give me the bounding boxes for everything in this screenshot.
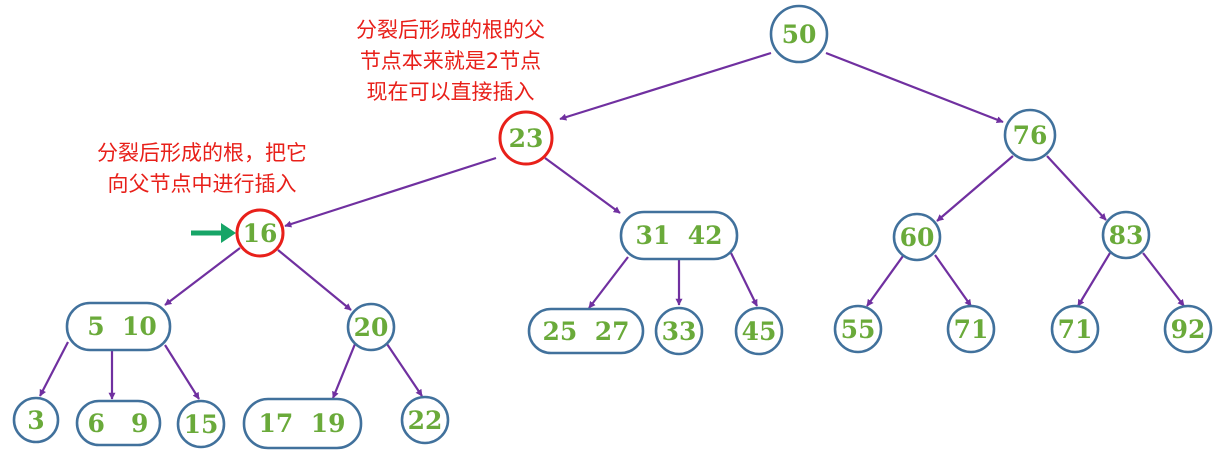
node-92: 92: [1163, 304, 1213, 354]
node-16-label: 16: [243, 219, 278, 248]
node-3-label: 3: [27, 406, 44, 435]
node-31-42: 31 42: [619, 210, 739, 261]
node-50-label: 50: [782, 20, 817, 49]
node-3: 3: [12, 396, 60, 444]
node-60: 60: [892, 212, 942, 262]
edge-n50-n76: [825, 51, 1004, 124]
node-71-right: 71: [1050, 304, 1100, 354]
node-23-label: 23: [509, 124, 544, 153]
node-76: 76: [1003, 108, 1057, 162]
node-71-right-label: 71: [1058, 315, 1093, 344]
node-22: 22: [400, 395, 450, 445]
node-55-label: 55: [841, 315, 876, 344]
edge-n510-n15: [164, 344, 200, 400]
node-55: 55: [833, 304, 883, 354]
node-25-27: 25 27: [527, 307, 645, 355]
node-16: 16: [235, 208, 285, 258]
annotation-left-line-1: 分裂后形成的根，把它: [97, 141, 307, 165]
node-33: 33: [654, 306, 704, 356]
annotation-top: 分裂后形成的根的父 节点本来就是2节点 现在可以直接插入: [318, 15, 583, 108]
node-15-label: 15: [184, 410, 219, 439]
node-60-label: 60: [900, 223, 935, 252]
edge-n20-n22: [386, 343, 423, 397]
annotation-top-line-1: 分裂后形成的根的父: [356, 18, 545, 42]
node-23: 23: [498, 110, 554, 166]
node-33-label: 33: [662, 317, 697, 346]
edge-n23-n3142: [544, 157, 621, 214]
annotation-top-line-3: 现在可以直接插入: [366, 80, 535, 104]
node-6-9-label: 6 9: [88, 409, 149, 438]
node-71-left: 71: [946, 304, 996, 354]
annotation-top-line-2: 节点本来就是2节点: [359, 49, 542, 73]
edge-n3142-n2527: [588, 256, 629, 309]
node-25-27-label: 25 27: [543, 317, 630, 346]
node-22-label: 22: [408, 406, 443, 435]
node-20: 20: [346, 302, 396, 352]
edge-n83-n71b: [1077, 252, 1111, 307]
node-83-label: 83: [1109, 221, 1144, 250]
tree-nodes: 50 23 76 16 31 42 60 83: [12, 4, 1213, 450]
edge-n60-n55: [866, 255, 904, 307]
node-17-19: 17 19: [242, 397, 363, 450]
node-92-label: 92: [1171, 315, 1206, 344]
edge-n3142-n45: [730, 252, 758, 307]
edge-n20-n1719: [331, 343, 357, 399]
node-50: 50: [769, 4, 829, 64]
edge-n510-n3: [39, 341, 69, 397]
edge-n76-n60: [936, 155, 1014, 222]
annotation-left: 分裂后形成的根，把它 向父节点中进行插入: [62, 138, 342, 200]
node-45-label: 45: [742, 317, 777, 346]
annotation-left-line-2: 向父节点中进行插入: [107, 172, 297, 196]
node-15: 15: [176, 399, 226, 449]
edge-n50-n23: [559, 51, 772, 121]
node-31-42-label: 31 42: [636, 221, 723, 250]
tree-edges: [39, 51, 1185, 400]
right-arrow-icon: [191, 223, 236, 243]
edge-n16-n510: [164, 247, 241, 306]
node-20-label: 20: [354, 313, 389, 342]
node-83: 83: [1101, 210, 1151, 260]
edge-n83-n92: [1142, 252, 1185, 307]
node-17-19-label: 17 19: [259, 409, 346, 438]
node-45: 45: [734, 306, 784, 356]
node-76-label: 76: [1013, 121, 1048, 150]
edge-n60-n71a: [934, 254, 972, 307]
edge-n16-n20: [277, 249, 352, 311]
edge-n23-n16: [284, 156, 497, 228]
node-5-10-label: 5 10: [87, 312, 157, 341]
node-71-left-label: 71: [954, 315, 989, 344]
node-5-10: 5 10: [65, 301, 172, 352]
edge-n76-n83: [1046, 155, 1107, 221]
node-6-9: 6 9: [75, 399, 162, 447]
